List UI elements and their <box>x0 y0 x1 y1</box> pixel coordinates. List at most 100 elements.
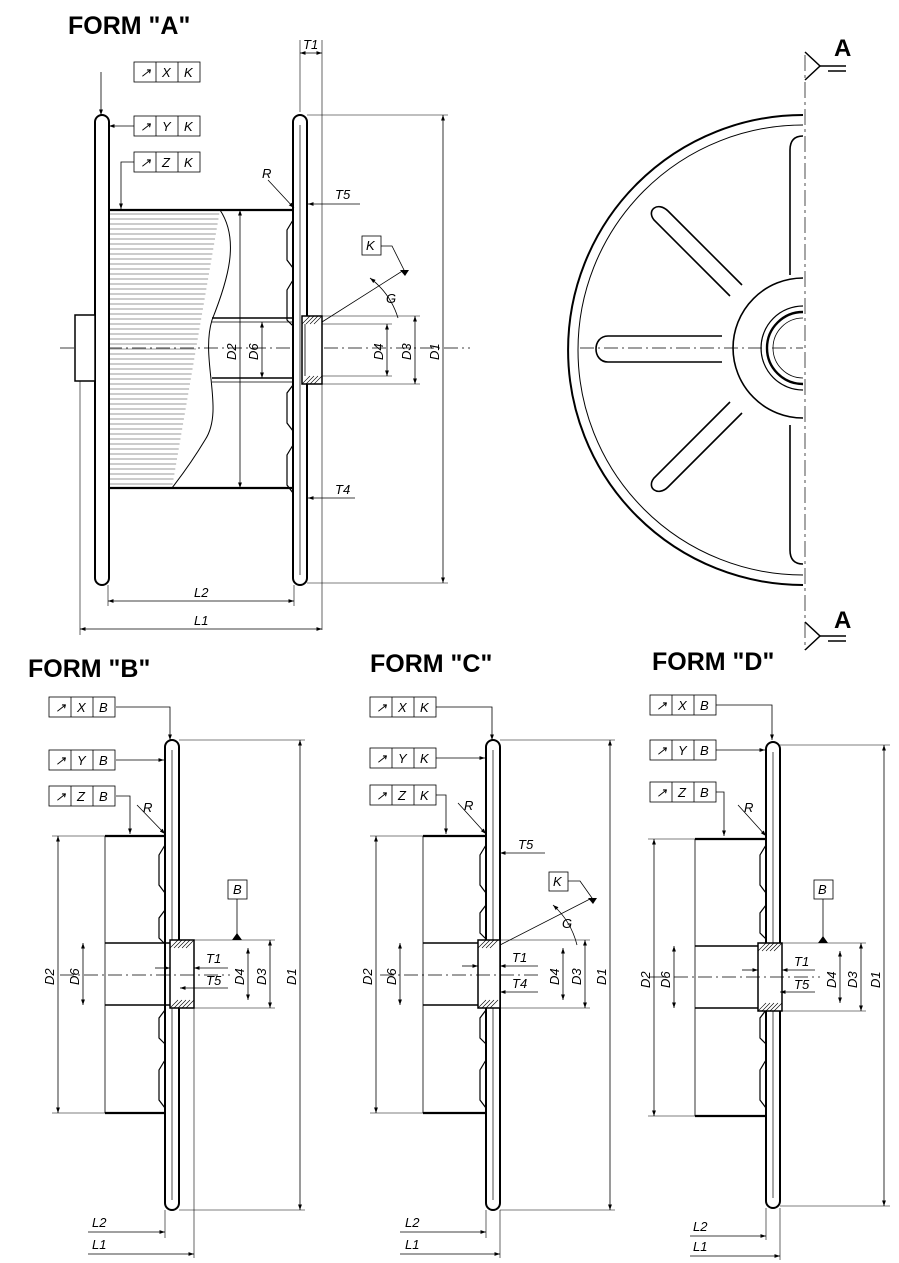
form-c-d1-label: D1 <box>594 968 609 985</box>
form-b-d4-label: D4 <box>232 968 247 985</box>
form-c-k-leader <box>499 880 593 946</box>
fcf-frame <box>133 61 201 83</box>
form-a-left-hub <box>74 314 96 382</box>
form-c-bushing-hatch <box>477 939 499 1009</box>
fcf-reference: B <box>99 789 108 804</box>
form-d-r-leader <box>737 804 767 837</box>
form-d-ribs <box>759 844 767 1109</box>
form-c-title: FORM "C" <box>370 650 492 678</box>
form-a-d3-label: D3 <box>399 343 414 360</box>
flange-outer-rim <box>567 114 804 586</box>
form-a-d4-label: D4 <box>371 343 386 360</box>
form-a-title: FORM "A" <box>68 12 190 40</box>
fcf-reference: B <box>700 743 709 758</box>
spoke-lower-left <box>650 401 743 493</box>
form-a-d2-label: D2 <box>224 343 239 360</box>
spoke-horizontal <box>595 335 722 363</box>
fcf-datum: Z <box>161 155 171 170</box>
fcf-reference: K <box>184 155 194 170</box>
form-d-l2-label: L2 <box>693 1219 708 1234</box>
fcf-reference: B <box>700 698 709 713</box>
form-d-b-datum-box <box>813 879 834 900</box>
form-c-k-triangle <box>588 898 597 904</box>
form-d-t1-label: T1 <box>794 954 809 969</box>
form-a-d6-label: D6 <box>246 343 261 360</box>
form-b-d3-label: D3 <box>254 968 269 985</box>
form-b-b-datum-box <box>227 879 248 900</box>
form-b-title: FORM "B" <box>28 655 150 683</box>
form-c-r-leader <box>457 802 487 835</box>
runout-icon: ↗ <box>55 700 66 715</box>
form-c-fcf-z-leader <box>436 794 448 834</box>
form-b-l1-label: L1 <box>92 1237 106 1252</box>
runout-icon: ↗ <box>140 65 151 80</box>
form-a-ribs <box>286 219 294 494</box>
form-b-fcf-x-leader <box>116 706 172 740</box>
fcf-frame <box>48 785 116 807</box>
form-b-b-triangle <box>232 933 242 940</box>
fcf-datum: Y <box>398 751 408 766</box>
runout-icon: ↗ <box>656 785 667 800</box>
form-b-l2-label: L2 <box>92 1215 107 1230</box>
form-d-b-label: B <box>818 882 827 897</box>
form-d-fcf-z-leader <box>716 791 726 836</box>
form-d-d3-label: D3 <box>845 971 860 988</box>
runout-icon: ↗ <box>376 700 387 715</box>
section-view-a: A A <box>567 35 851 651</box>
form-b-bushing <box>169 939 195 1009</box>
fcf-datum: X <box>161 65 172 80</box>
form-b-fcf-z-leader <box>116 795 132 834</box>
form-d-d4-label: D4 <box>824 971 839 988</box>
form-b-d6-label: D6 <box>67 968 82 985</box>
runout-icon: ↗ <box>376 788 387 803</box>
form-a-t5-label: T5 <box>335 187 351 202</box>
form-c-bushing <box>477 939 501 1009</box>
form-a-k-datum-triangle <box>400 270 409 276</box>
form-c-d3-label: D3 <box>569 968 584 985</box>
form-a-k-leader <box>321 245 405 323</box>
form-a-break-line <box>171 209 231 489</box>
form-b-t5-label: T5 <box>206 973 222 988</box>
form-a-winding-hatch <box>108 213 220 485</box>
section-arrow-bottom <box>804 621 822 651</box>
form-b-d1-label: D1 <box>284 968 299 985</box>
form-c-l1-label: L1 <box>405 1237 419 1252</box>
form-c-t4-label: T4 <box>512 976 527 991</box>
form-c-g-arc <box>552 904 578 946</box>
fcf-reference: B <box>99 753 108 768</box>
form-a-g-label: G <box>386 291 396 306</box>
section-arrow-top <box>804 51 822 81</box>
fcf-reference: K <box>184 65 194 80</box>
form-b-ribs <box>158 844 166 1109</box>
form-b-bushing-hatch <box>169 939 195 1009</box>
form-c-t5-label: T5 <box>518 837 534 852</box>
form-a-g-arc <box>369 277 399 319</box>
form-c-k-datum-box <box>548 871 569 892</box>
form-d-l1-label: L1 <box>693 1239 707 1254</box>
fcf-reference: K <box>420 788 430 803</box>
form-b-t1-label: T1 <box>206 951 221 966</box>
form-c-ribs <box>479 844 487 1109</box>
fcf-datum: Z <box>397 788 407 803</box>
runout-icon: ↗ <box>140 119 151 134</box>
form-b-r-leader <box>136 804 166 835</box>
form-c-t1-label: T1 <box>512 950 527 965</box>
fcf-reference: B <box>700 785 709 800</box>
fcf-datum: X <box>397 700 408 715</box>
fcf-datum: Y <box>77 753 87 768</box>
form-d-d2-label: D2 <box>638 971 653 988</box>
